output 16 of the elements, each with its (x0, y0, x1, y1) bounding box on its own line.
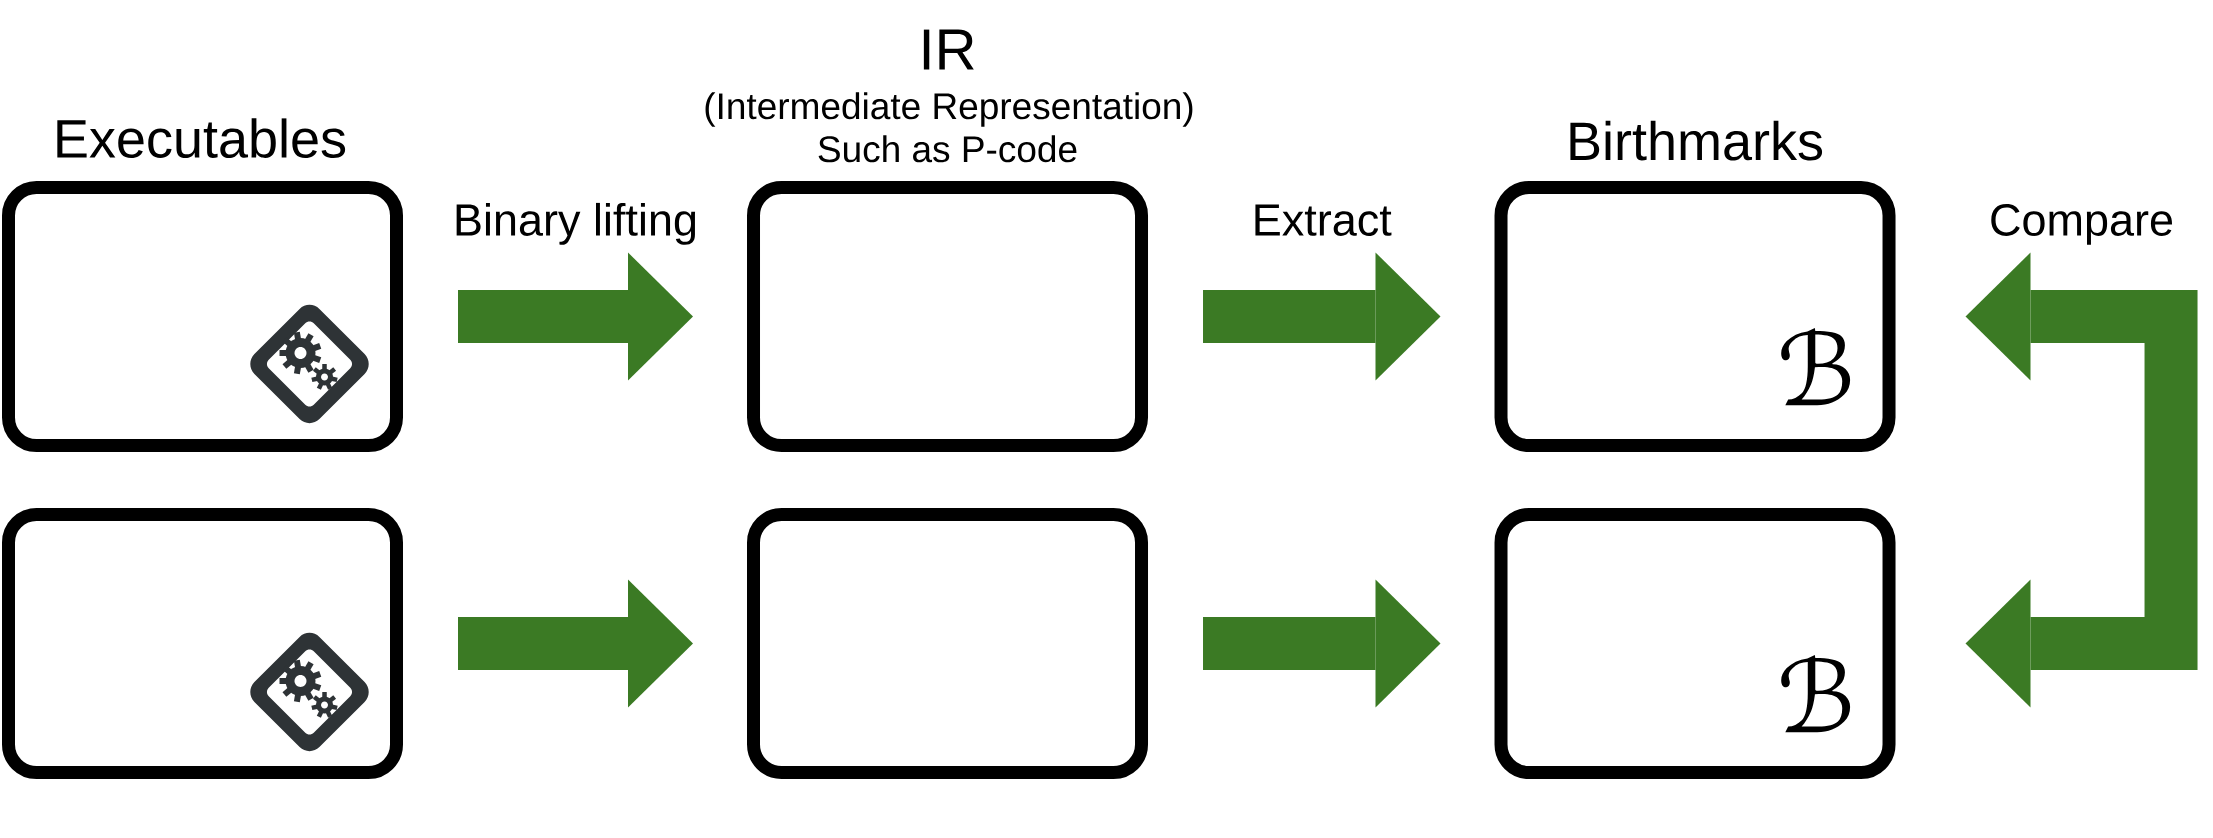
column-heading: IR (923, 29, 974, 70)
edge-label: Compare (1987, 202, 2177, 247)
subtitle-text: (Intermediate Representation) (705, 92, 1193, 127)
edge-label: Extract (1249, 202, 1394, 238)
arrow (1203, 579, 1441, 708)
edge-label: Binary lifting (450, 200, 701, 247)
arrow (1965, 252, 2198, 708)
arrow (458, 252, 693, 381)
rounded-box: ℬ (1494, 508, 1896, 779)
subtitle-text: Such as P-code (818, 135, 1077, 163)
rounded-box: ℬ (1494, 181, 1896, 452)
arrow (1203, 252, 1441, 381)
arrow (458, 579, 693, 708)
column-heading: Birthmarks (1570, 120, 1823, 161)
rounded-box (747, 508, 1148, 779)
column-heading: Executables (57, 118, 346, 159)
